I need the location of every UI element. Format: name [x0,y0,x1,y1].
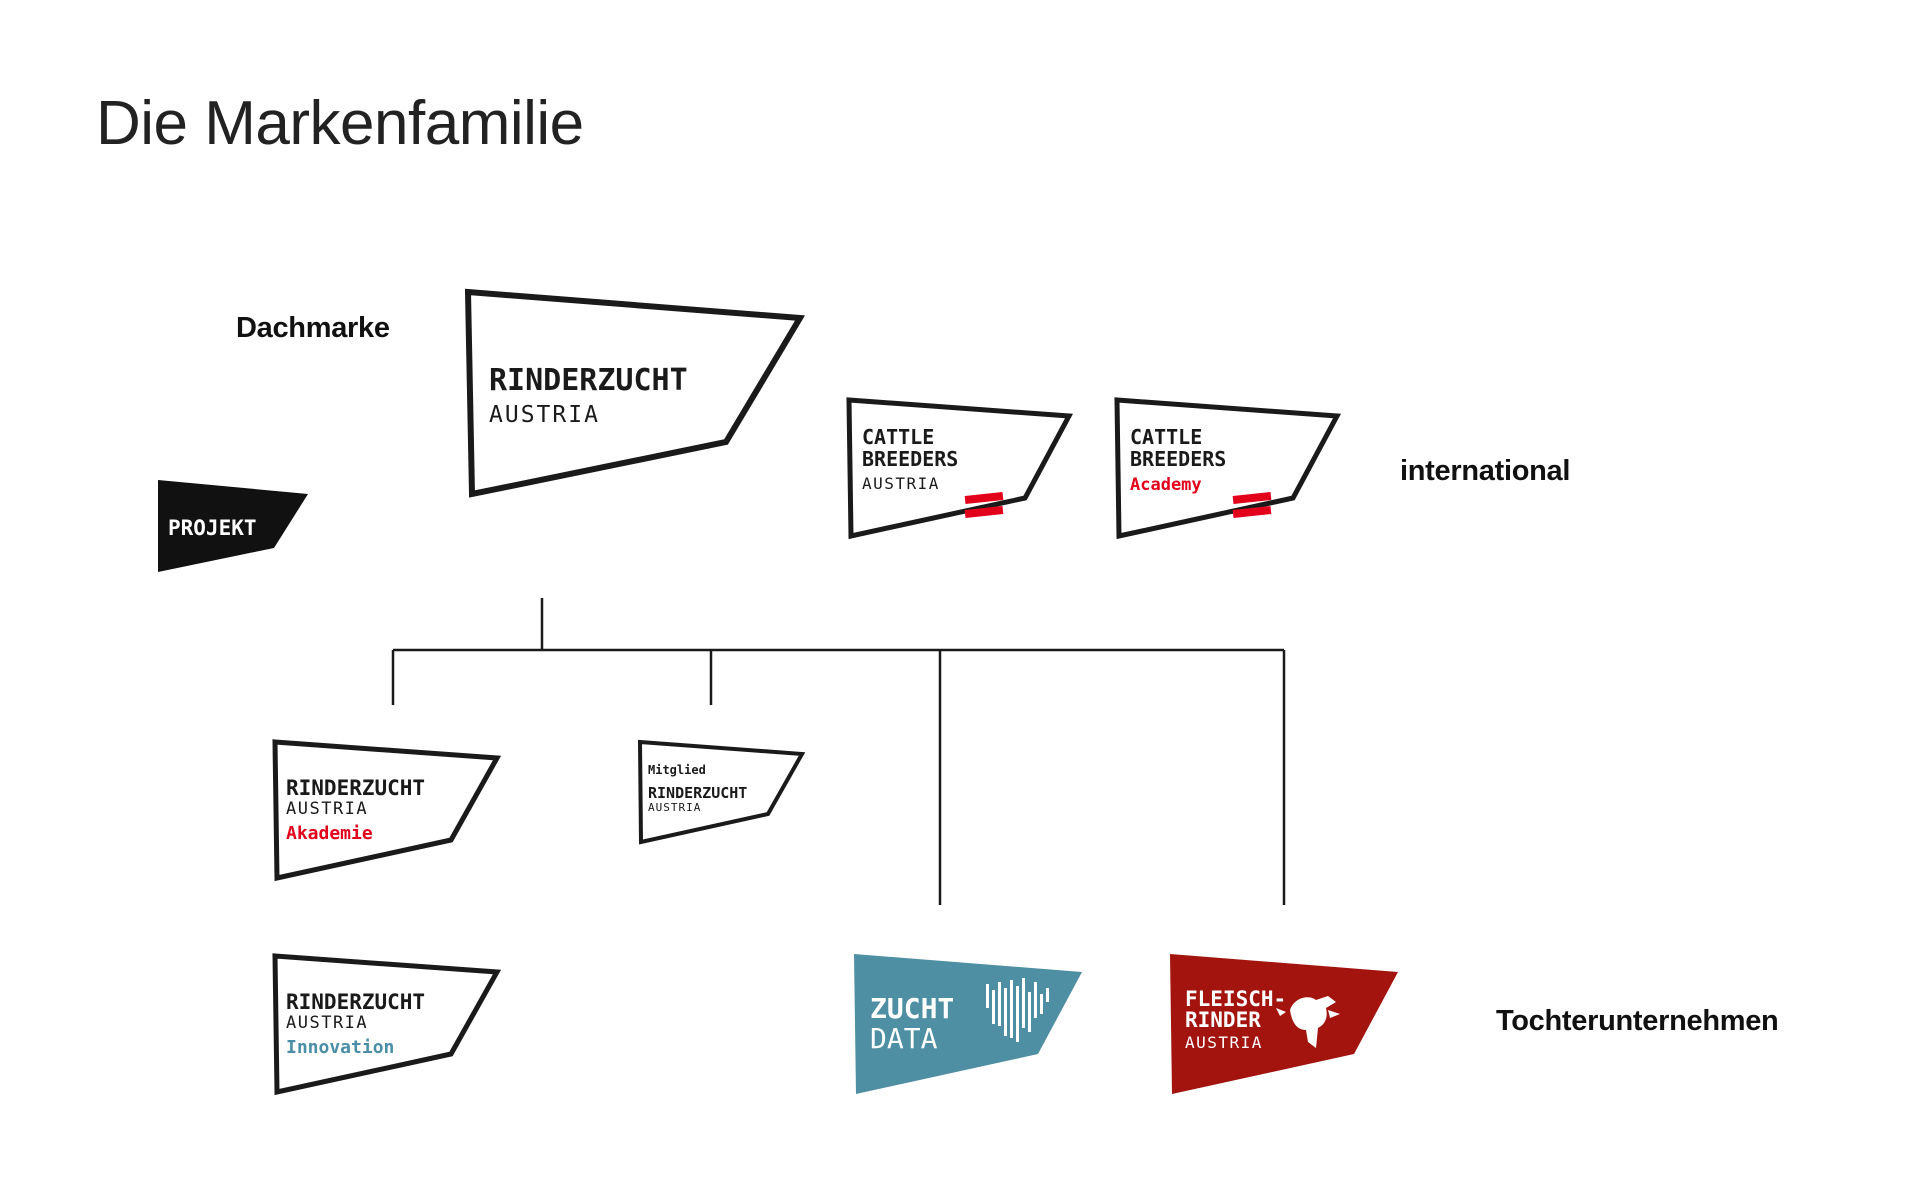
logo-fleischrinder-line3: AUSTRIA [1185,1033,1263,1052]
logo-projekt-text: PROJEKT [168,516,257,540]
logo-mitglied-line1: RINDERZUCHT [648,784,747,802]
logo-akademie-line2: AUSTRIA [286,799,368,819]
logo-cattle-breeders-academy: CATTLE BREEDERS Academy [1114,397,1342,540]
austria-flag-icon [964,492,1004,518]
logo-cbac-line2: BREEDERS [1130,447,1226,471]
logo-main-line2: AUSTRIA [489,402,600,428]
logo-akademie-line3: Akademie [286,823,373,844]
logo-innovation-line3: Innovation [286,1037,394,1058]
label-international: international [1400,455,1571,487]
logo-cba-line1: CATTLE [862,425,934,449]
logo-cbac-line1: CATTLE [1130,425,1202,449]
logo-rinderzucht-austria: RINDERZUCHT AUSTRIA [464,288,806,498]
austria-flag-icon [1232,492,1272,518]
label-dachmarke: Dachmarke [236,312,390,344]
logo-projekt: PROJEKT [158,480,308,572]
logo-mitglied: Mitglied RINDERZUCHT AUSTRIA [637,739,806,845]
data-bars-icon [986,978,1049,1042]
logo-rinderzucht-akademie: RINDERZUCHT AUSTRIA Akademie [272,739,502,882]
logo-innovation-line1: RINDERZUCHT [286,990,425,1014]
logo-main-line1: RINDERZUCHT [489,363,688,398]
logo-innovation-line2: AUSTRIA [286,1013,368,1033]
label-tochterunternehmen: Tochterunternehmen [1496,1005,1779,1037]
logo-cattle-breeders-austria: CATTLE BREEDERS AUSTRIA [846,397,1074,540]
page-title: Die Markenfamilie [96,89,584,158]
logo-mitglied-line0: Mitglied [648,763,706,777]
logo-cbac-line3: Academy [1130,475,1202,495]
logo-mitglied-line2: AUSTRIA [648,801,701,814]
logo-rinderzucht-innovation: RINDERZUCHT AUSTRIA Innovation [272,953,502,1096]
logo-zucht-data-line1: ZUCHT [870,992,954,1025]
cow-head-icon [1276,996,1340,1048]
logo-cba-line2: BREEDERS [862,447,958,471]
logo-zucht-data: ZUCHT DATA [854,954,1082,1094]
logo-fleischrinder-line1: FLEISCH- [1185,987,1286,1011]
logo-zucht-data-line2: DATA [870,1022,938,1055]
logo-cba-line3: AUSTRIA [862,474,940,493]
logo-fleischrinder-line2: RINDER [1185,1008,1261,1032]
logo-akademie-line1: RINDERZUCHT [286,776,425,800]
logo-fleischrinder-austria: FLEISCH- RINDER AUSTRIA [1170,954,1398,1094]
